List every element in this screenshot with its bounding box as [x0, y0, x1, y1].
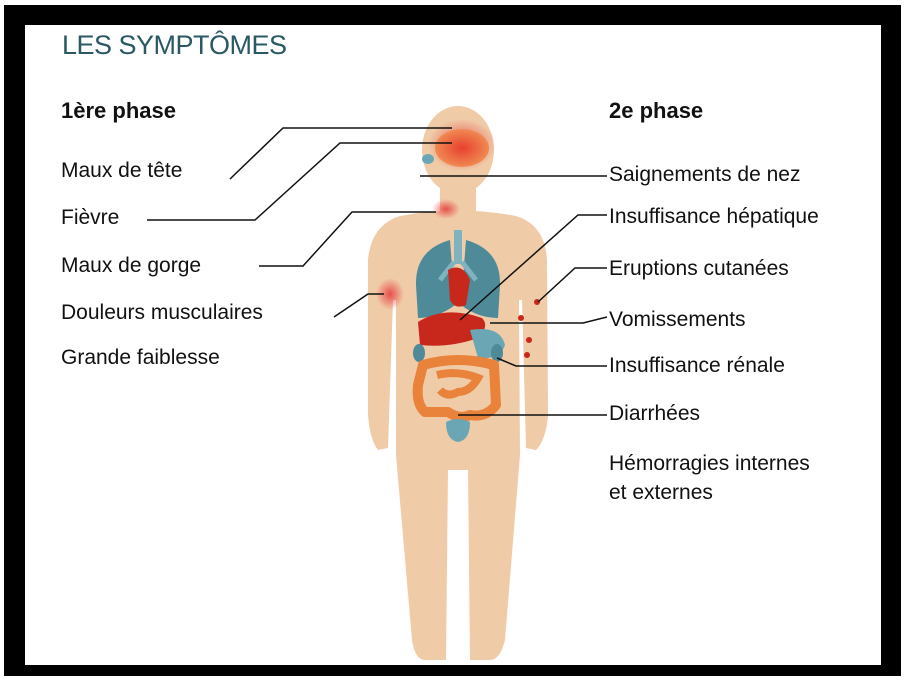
body-silhouette — [368, 106, 548, 660]
brain-icon — [435, 129, 489, 167]
symptom-kidney-failure: Insuffisance rénale — [609, 354, 785, 378]
symptom-muscle-pain: Douleurs musculaires — [61, 301, 263, 325]
symptom-hemorrhage-line1: Hémorragies internes — [609, 452, 810, 476]
symptom-fever: Fièvre — [61, 206, 119, 230]
symptom-headache: Maux de tête — [61, 159, 182, 183]
phase1-heading: 1ère phase — [61, 98, 176, 124]
symptom-sore-throat: Maux de gorge — [61, 254, 201, 278]
diagram-title: LES SYMPTÔMES — [62, 30, 287, 61]
phase2-heading: 2e phase — [609, 98, 703, 124]
eye-icon — [422, 154, 434, 164]
symptom-diarrhea: Diarrhées — [609, 402, 700, 426]
symptom-nosebleed: Saignements de nez — [609, 163, 800, 187]
kidney-left-icon — [413, 344, 425, 362]
symptom-liver-failure: Insuffisance hépatique — [609, 205, 819, 229]
symptom-hemorrhage-line2: et externes — [609, 481, 713, 505]
symptom-vomiting: Vomissements — [609, 308, 746, 332]
symptom-weakness: Grande faiblesse — [61, 346, 220, 370]
symptom-rash: Eruptions cutanées — [609, 257, 789, 281]
throat-glow — [432, 199, 460, 219]
